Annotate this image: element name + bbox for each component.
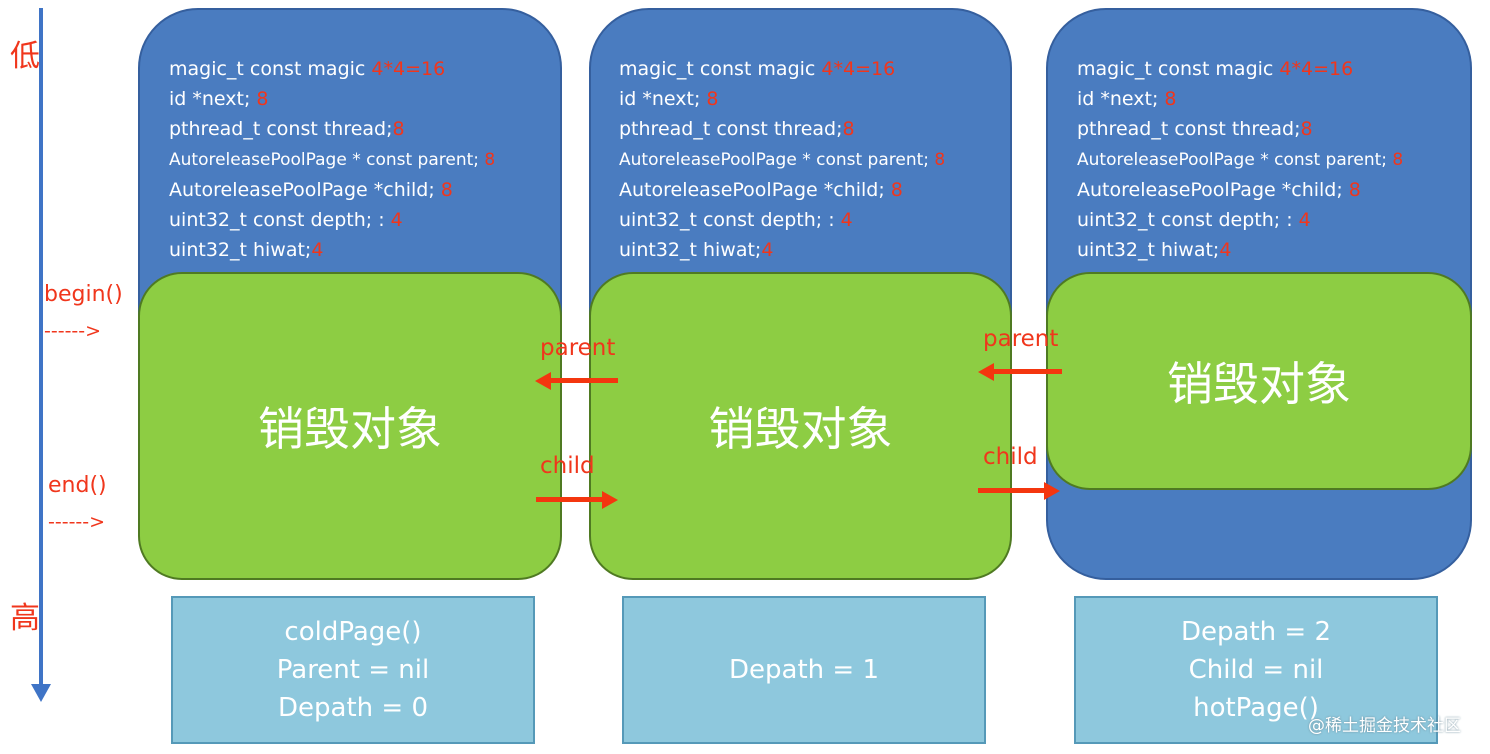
info-line: Parent = nil xyxy=(276,655,430,685)
field-thread: pthread_t const thread;8 xyxy=(169,118,405,140)
child-arrow-head-2 xyxy=(1044,482,1060,500)
field-next: id *next; 8 xyxy=(169,88,269,110)
page-1-fields: magic_t const magic 4*4=16 id *next; 8 p… xyxy=(169,60,549,270)
field-hiwat: uint32_t hiwat;4 xyxy=(1077,239,1232,261)
field-child: AutoreleasePoolPage *child; 8 xyxy=(619,179,903,201)
parent-arrow-head-1 xyxy=(535,372,551,390)
field-depth: uint32_t const depth; : 4 xyxy=(169,209,403,231)
end-marker-arrow: ------> xyxy=(48,511,106,533)
begin-marker-label: begin() xyxy=(44,282,123,307)
page-3-info-box: Depath = 2 Child = nil hotPage() xyxy=(1074,596,1438,744)
page-2-object-label: 销毁对象 xyxy=(708,402,893,456)
high-address-label: 高 xyxy=(10,601,40,636)
field-thread: pthread_t const thread;8 xyxy=(1077,118,1313,140)
field-thread: pthread_t const thread;8 xyxy=(619,118,855,140)
info-line: coldPage() xyxy=(284,617,422,647)
page-2-info-box: Depath = 1 xyxy=(622,596,986,744)
field-magic: magic_t const magic 4*4=16 xyxy=(169,58,446,80)
begin-marker-arrow: ------> xyxy=(44,320,102,342)
field-hiwat: uint32_t hiwat;4 xyxy=(619,239,774,261)
page-3-released-objects: 销毁对象 xyxy=(1046,272,1472,490)
child-arrow-shaft-2 xyxy=(978,488,1046,493)
end-marker-label: end() xyxy=(48,473,107,498)
info-line: Depath = 1 xyxy=(729,655,879,685)
field-next: id *next; 8 xyxy=(619,88,719,110)
parent-link-label-1: parent xyxy=(540,335,616,361)
field-parent: AutoreleasePoolPage * const parent; 8 xyxy=(169,150,496,170)
child-link-label-1: child xyxy=(540,453,595,479)
page-2-released-objects: 销毁对象 xyxy=(589,272,1012,580)
field-magic: magic_t const magic 4*4=16 xyxy=(619,58,896,80)
info-line: Depath = 0 xyxy=(278,693,428,723)
page-3-object-label: 销毁对象 xyxy=(1167,357,1351,411)
child-arrow-head-1 xyxy=(602,491,618,509)
field-child: AutoreleasePoolPage *child; 8 xyxy=(1077,179,1361,201)
field-magic: magic_t const magic 4*4=16 xyxy=(1077,58,1354,80)
memory-axis-arrowhead xyxy=(31,684,51,702)
parent-link-label-2: parent xyxy=(983,326,1059,352)
field-next: id *next; 8 xyxy=(1077,88,1177,110)
watermark: @稀土掘金技术社区 xyxy=(1308,716,1461,736)
field-hiwat: uint32_t hiwat;4 xyxy=(169,239,324,261)
info-line: hotPage() xyxy=(1193,693,1319,723)
field-parent: AutoreleasePoolPage * const parent; 8 xyxy=(1077,150,1404,170)
parent-arrow-shaft-1 xyxy=(550,378,618,383)
field-child: AutoreleasePoolPage *child; 8 xyxy=(169,179,453,201)
field-depth: uint32_t const depth; : 4 xyxy=(619,209,853,231)
info-line: Child = nil xyxy=(1188,655,1324,685)
field-parent: AutoreleasePoolPage * const parent; 8 xyxy=(619,150,946,170)
page-1-released-objects: 销毁对象 xyxy=(138,272,562,580)
page-3-fields: magic_t const magic 4*4=16 id *next; 8 p… xyxy=(1077,60,1457,270)
low-address-label: 低 xyxy=(10,39,40,74)
parent-arrow-head-2 xyxy=(978,363,994,381)
page-1-info-box: coldPage() Parent = nil Depath = 0 xyxy=(171,596,535,744)
child-link-label-2: child xyxy=(983,444,1038,470)
memory-axis-line xyxy=(39,8,43,688)
info-line: Depath = 2 xyxy=(1181,617,1331,647)
child-arrow-shaft-1 xyxy=(536,497,604,502)
field-depth: uint32_t const depth; : 4 xyxy=(1077,209,1311,231)
parent-arrow-shaft-2 xyxy=(994,369,1062,374)
page-1-object-label: 销毁对象 xyxy=(258,402,442,456)
page-2-fields: magic_t const magic 4*4=16 id *next; 8 p… xyxy=(619,60,999,270)
